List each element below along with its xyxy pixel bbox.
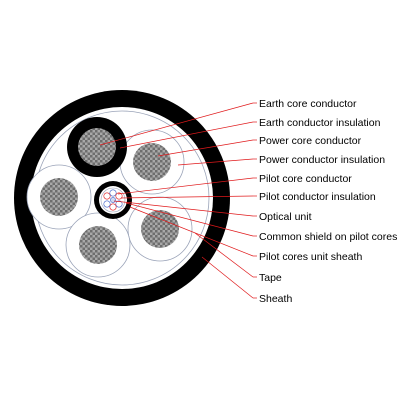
earth-core	[67, 117, 127, 177]
power-core-bottom-right	[127, 196, 193, 262]
label-common-shield-on-pilot-cores: Common shield on pilot cores	[259, 231, 397, 243]
leader-power-core-conductor	[157, 139, 254, 157]
leader-optical-unit	[113, 200, 254, 217]
label-power-conductor-insulation: Power conductor insulation	[259, 154, 385, 166]
label-earth-conductor-insulation: Earth conductor insulation	[259, 117, 381, 129]
labels: Earth core conductor Earth conductor ins…	[259, 98, 397, 305]
optical-unit-center	[110, 197, 116, 203]
leader-common-shield	[125, 202, 254, 237]
leader-sheath	[201, 256, 254, 299]
leader-earth-core-conductor	[99, 102, 254, 146]
label-power-core-conductor: Power core conductor	[259, 135, 362, 147]
leader-pilot-cores-unit-sheath	[129, 206, 254, 257]
leader-pilot-conductor-insulation	[120, 195, 254, 199]
label-earth-core-conductor: Earth core conductor	[259, 98, 357, 110]
leader-earth-conductor-insulation	[119, 121, 254, 149]
power-core-top-right	[119, 129, 185, 195]
power-core-bottom-left	[65, 212, 131, 278]
leader-power-conductor-insulation	[177, 158, 254, 166]
leader-lines	[99, 102, 257, 299]
power-core-left	[26, 164, 92, 230]
label-sheath: Sheath	[259, 293, 292, 305]
leader-pilot-core-conductor	[117, 177, 254, 195]
label-pilot-cores-unit-sheath: Pilot cores unit sheath	[259, 251, 362, 263]
label-tape: Tape	[259, 272, 282, 284]
label-pilot-core-conductor: Pilot core conductor	[259, 173, 352, 185]
pilot-cores-unit	[94, 181, 132, 219]
label-pilot-conductor-insulation: Pilot conductor insulation	[259, 191, 376, 203]
label-optical-unit: Optical unit	[259, 211, 312, 223]
leader-tape	[194, 232, 254, 278]
